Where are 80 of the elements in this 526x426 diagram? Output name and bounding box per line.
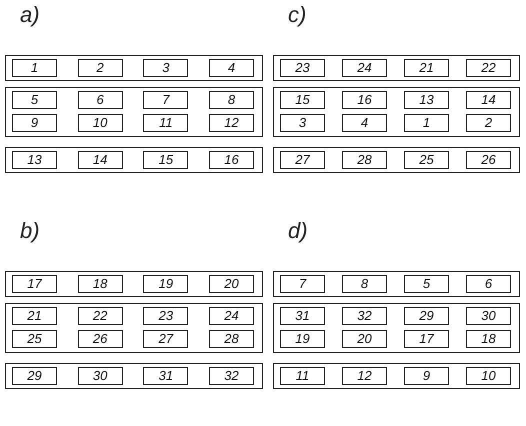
- number-cell: 23: [143, 307, 188, 325]
- number-cell: 32: [342, 307, 387, 325]
- number-cell: 9: [404, 367, 449, 385]
- number-cell: 27: [280, 151, 325, 169]
- number-cell: 7: [143, 91, 188, 109]
- number-cell: 22: [78, 307, 123, 325]
- number-cell: 12: [342, 367, 387, 385]
- number-cell: 26: [78, 330, 123, 348]
- number-cell: 1: [404, 114, 449, 132]
- number-cell: 24: [209, 307, 254, 325]
- group-frame: [273, 363, 520, 389]
- number-cell: 16: [209, 151, 254, 169]
- number-cell: 21: [12, 307, 57, 325]
- panel-label: d): [288, 218, 308, 244]
- number-cell: 12: [209, 114, 254, 132]
- group-frame: [5, 87, 263, 137]
- group-frame: [5, 363, 263, 389]
- group-frame: [273, 147, 520, 173]
- panel-label: a): [20, 2, 40, 28]
- number-cell: 18: [466, 330, 511, 348]
- number-cell: 15: [280, 91, 325, 109]
- number-cell: 30: [466, 307, 511, 325]
- number-cell: 5: [404, 275, 449, 293]
- group-frame: [273, 55, 520, 81]
- number-cell: 20: [342, 330, 387, 348]
- number-cell: 20: [209, 275, 254, 293]
- number-cell: 29: [12, 367, 57, 385]
- number-cell: 29: [404, 307, 449, 325]
- group-frame: [5, 147, 263, 173]
- number-cell: 18: [78, 275, 123, 293]
- number-cell: 6: [78, 91, 123, 109]
- number-cell: 23: [280, 59, 325, 77]
- number-cell: 22: [466, 59, 511, 77]
- number-cell: 19: [280, 330, 325, 348]
- number-cell: 14: [466, 91, 511, 109]
- number-cell: 1: [12, 59, 57, 77]
- group-frame: [5, 271, 263, 297]
- number-cell: 3: [143, 59, 188, 77]
- group-frame: [273, 87, 520, 137]
- number-cell: 15: [143, 151, 188, 169]
- number-cell: 30: [78, 367, 123, 385]
- group-frame: [273, 271, 520, 297]
- number-cell: 16: [342, 91, 387, 109]
- number-cell: 28: [342, 151, 387, 169]
- number-cell: 28: [209, 330, 254, 348]
- number-cell: 27: [143, 330, 188, 348]
- number-cell: 9: [12, 114, 57, 132]
- number-cell: 8: [209, 91, 254, 109]
- number-cell: 14: [78, 151, 123, 169]
- number-cell: 25: [404, 151, 449, 169]
- number-cell: 21: [404, 59, 449, 77]
- number-cell: 13: [12, 151, 57, 169]
- number-cell: 31: [280, 307, 325, 325]
- panel-label: c): [288, 2, 306, 28]
- number-cell: 3: [280, 114, 325, 132]
- number-cell: 11: [143, 114, 188, 132]
- panel-label: b): [20, 218, 40, 244]
- group-frame: [5, 303, 263, 353]
- number-cell: 26: [466, 151, 511, 169]
- number-cell: 11: [280, 367, 325, 385]
- number-cell: 5: [12, 91, 57, 109]
- number-cell: 10: [78, 114, 123, 132]
- number-cell: 4: [209, 59, 254, 77]
- number-cell: 17: [12, 275, 57, 293]
- number-cell: 10: [466, 367, 511, 385]
- number-cell: 6: [466, 275, 511, 293]
- number-cell: 17: [404, 330, 449, 348]
- number-cell: 7: [280, 275, 325, 293]
- group-frame: [273, 303, 520, 353]
- number-cell: 2: [78, 59, 123, 77]
- number-cell: 4: [342, 114, 387, 132]
- number-cell: 13: [404, 91, 449, 109]
- number-cell: 31: [143, 367, 188, 385]
- number-cell: 19: [143, 275, 188, 293]
- number-cell: 25: [12, 330, 57, 348]
- number-cell: 2: [466, 114, 511, 132]
- group-frame: [5, 55, 263, 81]
- number-cell: 8: [342, 275, 387, 293]
- number-cell: 24: [342, 59, 387, 77]
- number-cell: 32: [209, 367, 254, 385]
